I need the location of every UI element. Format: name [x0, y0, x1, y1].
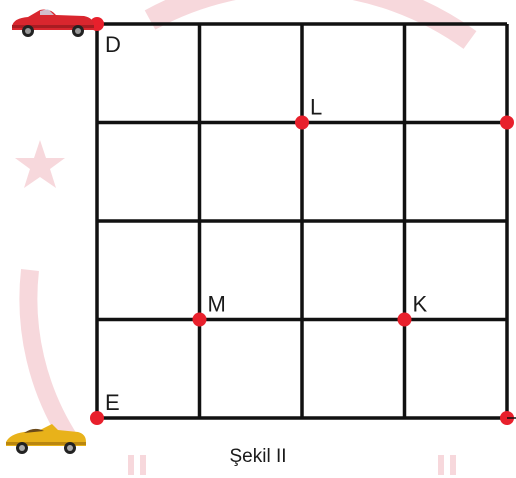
point-l	[295, 116, 309, 130]
point-e	[90, 411, 104, 425]
red-convertible-car-icon	[12, 9, 94, 37]
grid-lines	[97, 24, 507, 418]
figure-caption: Şekil II	[0, 446, 516, 468]
point-label-d: D	[105, 32, 121, 57]
point-r1	[500, 116, 514, 130]
point-label-k: K	[413, 292, 428, 317]
point-label-l: L	[310, 95, 322, 120]
watermark-seal	[15, 0, 470, 475]
point-label-e: E	[105, 390, 120, 415]
point-m	[193, 313, 207, 327]
point-label-m: M	[208, 292, 226, 317]
point-k	[398, 313, 412, 327]
